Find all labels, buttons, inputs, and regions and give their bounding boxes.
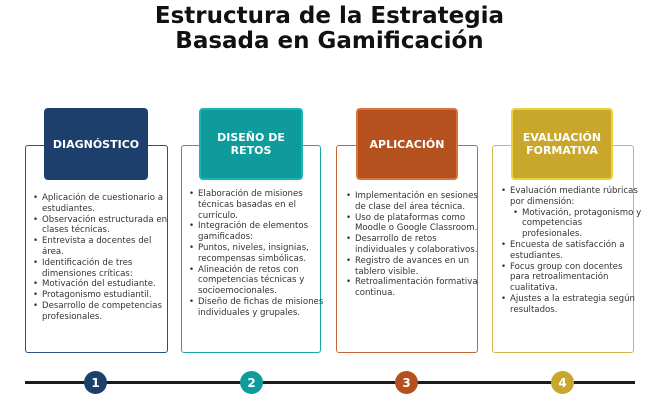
list-item: Protagonismo estudiantil. [33, 290, 172, 301]
list-item: Diseño de fichas de misiones individuale… [189, 297, 326, 319]
step-3-marker: 3 [395, 371, 418, 394]
timeline-line [25, 381, 635, 384]
list-item: Desarrollo de competencias profesionales… [33, 301, 172, 323]
list-subitem: Motivación, protagonismo y competencias … [513, 208, 642, 240]
step-2-marker: 2 [240, 371, 263, 394]
list-item: Entrevista a docentes del área. [33, 236, 172, 258]
list-item: Integración de elementos gamificados: [189, 221, 326, 243]
step-1-marker: 1 [84, 371, 107, 394]
stage-1-header: DIAGNÓSTICO [44, 108, 148, 180]
list-item: Implementación en sesiones de clase del … [346, 191, 487, 213]
list-item: Focus group con docentes para retroalime… [501, 262, 642, 294]
list-item: Alineación de retos con competencias téc… [189, 265, 326, 297]
step-4-marker: 4 [551, 371, 574, 394]
diagram-title: Estructura de la Estrategia Basada en Ga… [0, 4, 659, 54]
stage-4-list: Evaluación mediante rúbricas por dimensi… [498, 186, 642, 316]
stage-2-title: DISEÑO DE RETOS [217, 131, 285, 157]
list-item: Elaboración de misiones técnicas basadas… [189, 189, 326, 221]
list-item: Observación estructurada en clases técni… [33, 215, 172, 237]
list-item: Uso de plataformas como Moodle o Google … [346, 213, 487, 235]
stage-2-list: Elaboración de misiones técnicas basadas… [186, 189, 326, 319]
list-item: Evaluación mediante rúbricas por dimensi… [501, 186, 642, 208]
stage-4-header: EVALUACIÓN FORMATIVA [511, 108, 613, 180]
stage-1-title: DIAGNÓSTICO [52, 137, 140, 151]
stage-3-title: APLICACIÓN [369, 137, 445, 151]
list-item: Puntos, niveles, insignias, recompensas … [189, 243, 326, 265]
list-item: Desarrollo de retos individuales y colab… [346, 234, 487, 256]
stage-4-title-line-2: FORMATIVA [526, 144, 598, 157]
stage-4-title-line-1: EVALUACIÓN [522, 131, 602, 144]
list-item: Registro de avances en un tablero visibl… [346, 256, 487, 278]
step-number: 3 [402, 375, 411, 390]
list-item: Encuesta de satisfacción a estudiantes. [501, 240, 642, 262]
list-item: Ajustes a la estrategia según resultados… [501, 294, 642, 316]
stage-1-list: Aplicación de cuestionario a estudiantes… [30, 193, 172, 323]
step-number: 4 [558, 375, 567, 390]
list-item: Identificación de tres dimensiones críti… [33, 258, 172, 280]
title-line-2: Basada en Gamificación [175, 28, 484, 54]
stage-3-header: APLICACIÓN [356, 108, 458, 180]
step-number: 2 [247, 375, 256, 390]
step-number: 1 [91, 375, 100, 390]
stage-2-header: DISEÑO DE RETOS [199, 108, 303, 180]
list-item: Aplicación de cuestionario a estudiantes… [33, 193, 172, 215]
list-item: Retroalimentación formativa continua. [346, 277, 487, 299]
list-item: Motivación del estudiante. [33, 279, 172, 290]
title-line-1: Estructura de la Estrategia [154, 3, 505, 29]
stage-3-list: Implementación en sesiones de clase del … [343, 191, 487, 299]
